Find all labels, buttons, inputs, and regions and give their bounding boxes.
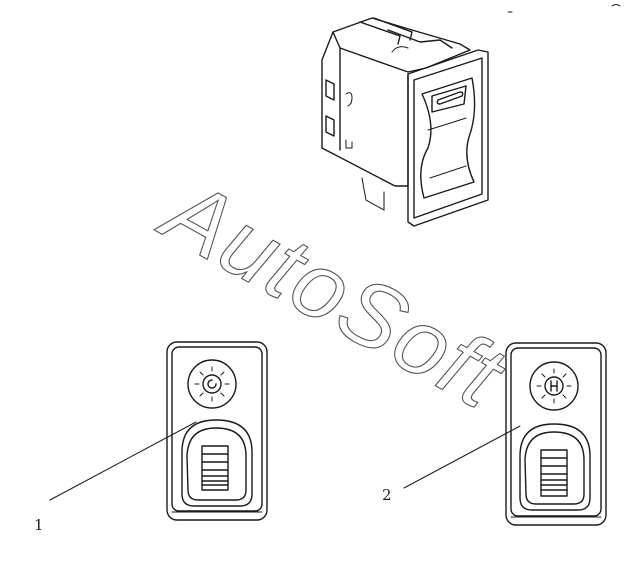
callout-label-2: 2: [382, 486, 392, 504]
symbol-window-2: [529, 361, 579, 411]
autosoft-watermark: AutoSoft: [144, 158, 522, 429]
leader-line-2: [403, 425, 521, 489]
grip-ribs-2: [540, 449, 568, 497]
symbol-window-1: [187, 359, 237, 409]
sun-gear-icon-2: [536, 368, 572, 404]
scan-marks: [507, 4, 621, 13]
rocker-switch-isometric: [321, 17, 489, 227]
grip-ribs-1: [201, 445, 229, 491]
switch-2-front-view: [505, 342, 607, 526]
sun-gear-icon-1: [194, 366, 230, 402]
switch-1-front-view: [166, 341, 268, 521]
leader-line-1: [49, 421, 197, 501]
callout-label-1: 1: [34, 516, 44, 534]
